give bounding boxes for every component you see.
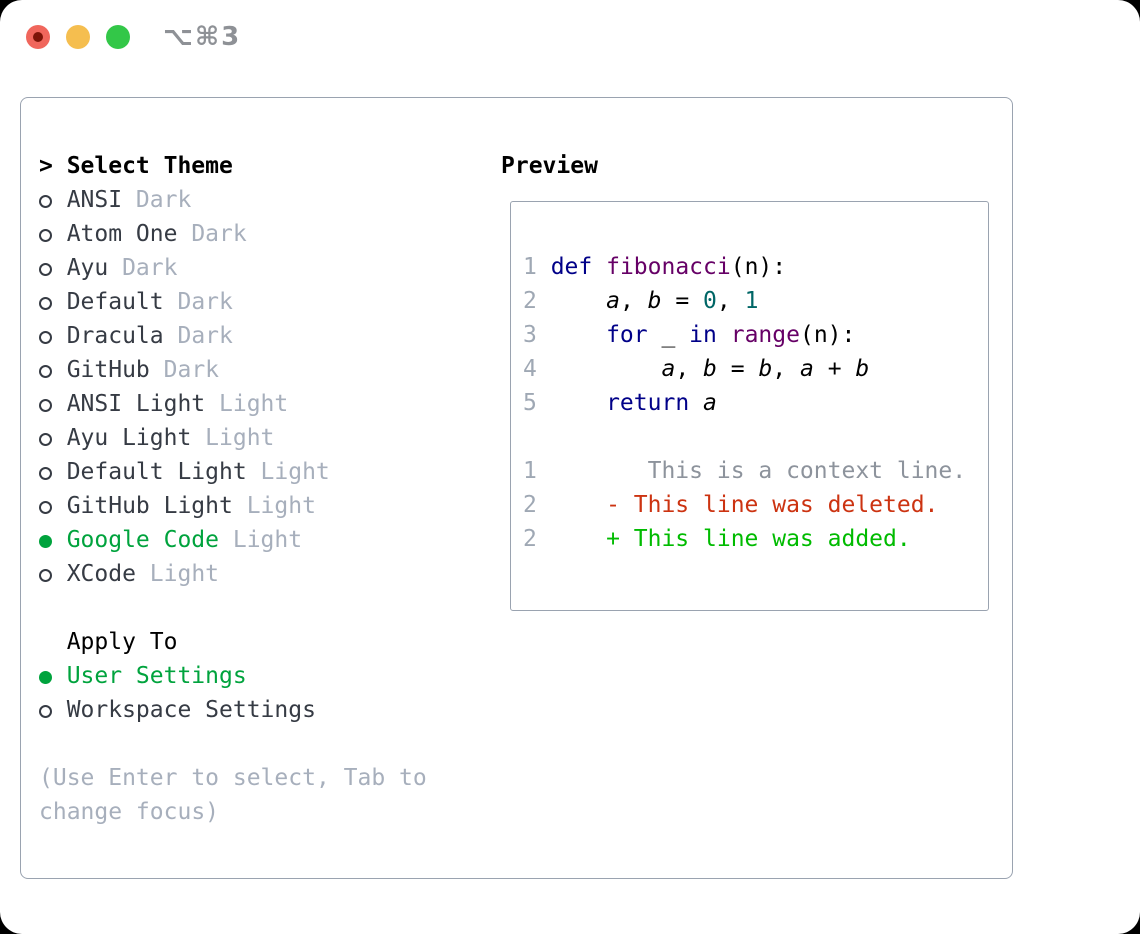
code-line-5: 5 return a bbox=[523, 386, 988, 420]
theme-option-dracula[interactable]: Dracula Dark bbox=[39, 319, 439, 353]
theme-variant-tag: Dark bbox=[135, 187, 192, 213]
unsaved-dot-icon bbox=[33, 32, 43, 42]
close-button[interactable] bbox=[26, 25, 50, 49]
theme-variant-tag: Dark bbox=[177, 323, 233, 349]
keyboard-hint: (Use Enter to select, Tab to change focu… bbox=[39, 765, 427, 825]
select-theme-title: Select Theme bbox=[66, 153, 233, 179]
radio-selected-icon bbox=[39, 659, 67, 693]
theme-option-label: Ayu Light bbox=[66, 425, 192, 451]
line-number: 3 bbox=[523, 322, 537, 348]
theme-option-default-light[interactable]: Default Light Light bbox=[39, 455, 439, 489]
theme-option-label: Dracula bbox=[66, 323, 164, 349]
theme-option-label: Atom One bbox=[66, 221, 178, 247]
theme-option-default[interactable]: Default Dark bbox=[39, 285, 439, 319]
theme-option-label: Google Code bbox=[66, 527, 220, 553]
theme-option-label: ANSI bbox=[66, 187, 123, 213]
diff-line-deleted: 2 - This line was deleted. bbox=[523, 488, 988, 522]
radio-unselected-icon bbox=[39, 455, 67, 489]
radio-unselected-icon bbox=[39, 251, 67, 285]
theme-variant-tag: Light bbox=[260, 459, 330, 485]
radio-unselected-icon bbox=[39, 217, 67, 251]
theme-option-label: GitHub Light bbox=[66, 493, 233, 519]
theme-option-label: XCode bbox=[66, 561, 136, 587]
theme-option-ayu-light[interactable]: Ayu Light Light bbox=[39, 421, 439, 455]
radio-selected-icon bbox=[39, 523, 67, 557]
apply-option-label: Workspace Settings bbox=[66, 697, 316, 723]
theme-variant-tag: Light bbox=[205, 425, 275, 451]
minimize-button[interactable] bbox=[66, 25, 90, 49]
radio-unselected-icon bbox=[39, 353, 67, 387]
theme-variant-tag: Light bbox=[219, 391, 289, 417]
theme-option-xcode[interactable]: XCode Light bbox=[39, 557, 439, 591]
radio-unselected-icon bbox=[39, 557, 67, 591]
preview-heading: Preview bbox=[501, 153, 598, 179]
theme-option-github-light[interactable]: GitHub Light Light bbox=[39, 489, 439, 523]
diff-line-context: 1 This is a context line. bbox=[523, 454, 988, 488]
line-number: 2 bbox=[523, 526, 537, 552]
theme-variant-tag: Light bbox=[246, 493, 316, 519]
diff-text: - This line was deleted. bbox=[550, 492, 939, 518]
theme-option-ansi[interactable]: ANSI Dark bbox=[39, 183, 439, 217]
line-number: 5 bbox=[523, 390, 537, 416]
theme-variant-tag: Dark bbox=[191, 221, 247, 247]
code-line-4: 4 a, b = b, a + b bbox=[523, 352, 988, 386]
theme-variant-tag: Dark bbox=[177, 289, 233, 315]
theme-option-ayu[interactable]: Ayu Dark bbox=[39, 251, 439, 285]
radio-unselected-icon bbox=[39, 421, 67, 455]
theme-variant-tag: Dark bbox=[163, 357, 220, 383]
theme-option-atom-one[interactable]: Atom One Dark bbox=[39, 217, 439, 251]
theme-option-label: ANSI Light bbox=[66, 391, 206, 417]
line-number: 2 bbox=[523, 288, 537, 314]
theme-option-label: Default Light bbox=[66, 459, 247, 485]
radio-unselected-icon bbox=[39, 489, 67, 523]
prompt-icon: > bbox=[39, 153, 53, 179]
radio-unselected-icon bbox=[39, 183, 67, 217]
theme-variant-tag: Light bbox=[149, 561, 220, 587]
radio-unselected-icon bbox=[39, 693, 67, 727]
diff-text: + This line was added. bbox=[550, 526, 911, 552]
theme-option-ansi-light[interactable]: ANSI Light Light bbox=[39, 387, 439, 421]
theme-variant-tag: Light bbox=[232, 527, 303, 553]
theme-option-label: Ayu bbox=[66, 255, 109, 281]
apply-option-label: User Settings bbox=[66, 663, 247, 689]
radio-unselected-icon bbox=[39, 387, 67, 421]
line-number: 1 bbox=[523, 458, 537, 484]
theme-variant-tag: Dark bbox=[122, 255, 178, 281]
zoom-button[interactable] bbox=[106, 25, 130, 49]
theme-option-github[interactable]: GitHub Dark bbox=[39, 353, 439, 387]
select-theme-header: > Select Theme bbox=[39, 149, 439, 183]
apply-option-workspace-settings[interactable]: Workspace Settings bbox=[39, 693, 439, 727]
apply-to-heading: Apply To bbox=[66, 629, 178, 655]
line-number: 2 bbox=[523, 492, 537, 518]
apply-option-user-settings[interactable]: User Settings bbox=[39, 659, 439, 693]
line-number: 4 bbox=[523, 356, 537, 382]
diff-text: This is a context line. bbox=[550, 458, 967, 484]
theme-option-label: Default bbox=[66, 289, 164, 315]
radio-unselected-icon bbox=[39, 285, 67, 319]
diff-line-added: 2 + This line was added. bbox=[523, 522, 988, 556]
code-line-2: 2 a, b = 0, 1 bbox=[523, 284, 988, 318]
line-number: 1 bbox=[523, 254, 537, 280]
window-title: ⌥⌘3 bbox=[163, 22, 242, 52]
theme-option-google-code[interactable]: Google Code Light bbox=[39, 523, 439, 557]
theme-option-label: GitHub bbox=[66, 357, 150, 383]
code-line-3: 3 for _ in range(n): bbox=[523, 318, 988, 352]
radio-unselected-icon bbox=[39, 319, 67, 353]
